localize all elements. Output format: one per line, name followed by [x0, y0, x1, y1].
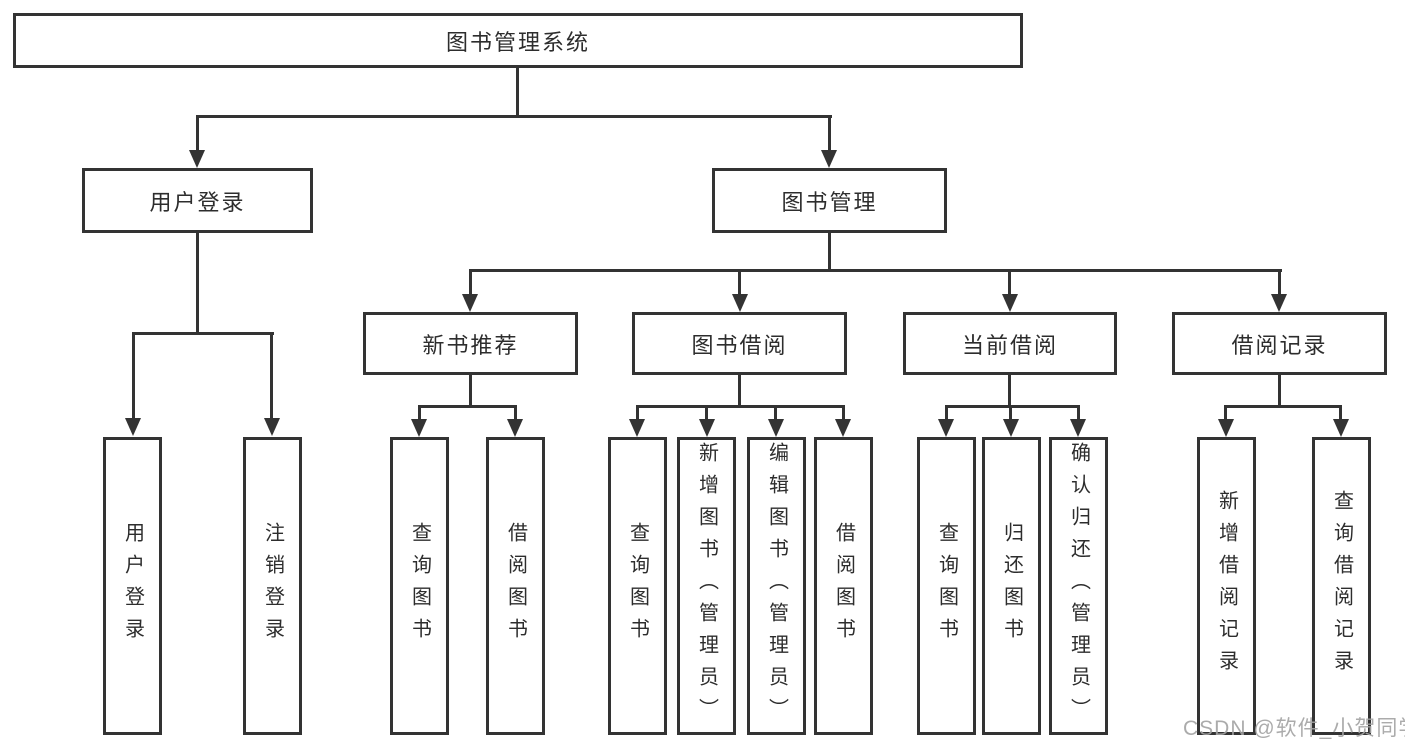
node-new-book-recommend-label: 新书推荐 — [422, 332, 519, 358]
arrow-down-icon — [629, 419, 645, 437]
leaf-query-borrow-record: 查询借阅记录 — [1312, 437, 1371, 735]
connector-br-branch — [1224, 405, 1342, 408]
leaf-logout: 注销登录 — [243, 437, 302, 735]
node-new-book-recommend: 新书推荐 — [363, 312, 578, 375]
connector-bb-branch — [636, 405, 845, 408]
arrow-down-icon — [768, 419, 784, 437]
connector-drop — [418, 405, 421, 420]
connector-drop — [774, 405, 777, 420]
connector-drop-leaf-logout — [270, 332, 273, 419]
arrow-down-icon — [264, 418, 280, 436]
connector-drop-book-borrow — [738, 269, 741, 295]
connector-drop — [945, 405, 948, 420]
node-book-management-label: 图书管理 — [781, 189, 878, 215]
node-current-borrowing: 当前借阅 — [903, 312, 1117, 375]
leaf-edit-books-admin-label: 编辑图书（管理员） — [765, 442, 788, 730]
leaf-query-books-current-label: 查询图书 — [935, 522, 958, 650]
leaf-borrow-books-label: 借阅图书 — [832, 522, 855, 650]
connector-drop — [1009, 405, 1012, 420]
leaf-confirm-return-admin-label: 确认归还（管理员） — [1067, 442, 1090, 730]
arrow-down-icon — [189, 150, 205, 168]
leaf-add-books-admin-label: 新增图书（管理员） — [695, 442, 718, 730]
connector-drop — [1224, 405, 1227, 420]
connector-root-branch — [196, 115, 832, 118]
connector-bb-stem — [738, 375, 741, 408]
connector-cb-stem — [1008, 375, 1011, 408]
connector-drop — [636, 405, 639, 420]
node-current-borrowing-label: 当前借阅 — [961, 332, 1058, 358]
connector-br-stem — [1278, 375, 1281, 408]
arrow-down-icon — [699, 419, 715, 437]
node-library-system-label: 图书管理系统 — [445, 29, 590, 55]
connector-drop-borrow-records — [1278, 269, 1281, 295]
arrow-down-icon — [1218, 419, 1234, 437]
connector-user-login-branch — [132, 332, 274, 335]
arrow-down-icon — [411, 419, 427, 437]
connector-drop — [514, 405, 517, 420]
leaf-user-login: 用户登录 — [103, 437, 162, 735]
leaf-add-books-admin: 新增图书（管理员） — [677, 437, 736, 735]
arrow-down-icon — [1333, 419, 1349, 437]
arrow-down-icon — [125, 418, 141, 436]
leaf-borrow-books-recommend: 借阅图书 — [486, 437, 545, 735]
leaf-query-books-borrowing: 查询图书 — [608, 437, 667, 735]
arrow-down-icon — [1271, 294, 1287, 312]
arrow-down-icon — [507, 419, 523, 437]
leaf-confirm-return-admin: 确认归还（管理员） — [1049, 437, 1108, 735]
leaf-query-books-current: 查询图书 — [917, 437, 976, 735]
csdn-watermark: CSDN @软件_小贺同学 — [1183, 717, 1405, 740]
leaf-query-books-recommend: 查询图书 — [390, 437, 449, 735]
leaf-query-books-borrowing-label: 查询图书 — [626, 522, 649, 650]
connector-cb-branch — [945, 405, 1080, 408]
node-book-borrowing-label: 图书借阅 — [691, 332, 788, 358]
leaf-borrow-books-recommend-label: 借阅图书 — [504, 522, 527, 650]
connector-nbr-stem — [469, 375, 472, 408]
connector-root-stem — [516, 68, 519, 118]
leaf-borrow-books: 借阅图书 — [814, 437, 873, 735]
leaf-query-borrow-record-label: 查询借阅记录 — [1330, 490, 1353, 682]
node-borrowing-records: 借阅记录 — [1172, 312, 1387, 375]
node-borrowing-records-label: 借阅记录 — [1231, 332, 1328, 358]
arrow-down-icon — [1003, 419, 1019, 437]
connector-drop-user-login — [196, 115, 199, 152]
arrow-down-icon — [732, 294, 748, 312]
leaf-edit-books-admin: 编辑图书（管理员） — [747, 437, 806, 735]
connector-drop — [1339, 405, 1342, 420]
leaf-logout-label: 注销登录 — [261, 522, 284, 650]
connector-book-mgmt-stem — [828, 233, 831, 272]
leaf-user-login-label: 用户登录 — [121, 522, 144, 650]
leaf-add-borrow-record: 新增借阅记录 — [1197, 437, 1256, 735]
connector-drop — [1077, 405, 1080, 420]
arrow-down-icon — [1070, 419, 1086, 437]
leaf-add-borrow-record-label: 新增借阅记录 — [1215, 490, 1238, 682]
connector-drop-leaf-login — [132, 332, 135, 419]
arrow-down-icon — [1002, 294, 1018, 312]
connector-drop-current-borrow — [1008, 269, 1011, 295]
connector-drop — [705, 405, 708, 420]
connector-book-mgmt-branch — [469, 269, 1282, 272]
arrow-down-icon — [821, 150, 837, 168]
leaf-query-books-recommend-label: 查询图书 — [408, 522, 431, 650]
connector-drop-new-book — [469, 269, 472, 295]
connector-drop-book-mgmt — [828, 115, 831, 152]
connector-user-login-stem — [196, 233, 199, 335]
arrow-down-icon — [938, 419, 954, 437]
connector-drop — [842, 405, 845, 420]
arrow-down-icon — [462, 294, 478, 312]
node-book-management: 图书管理 — [712, 168, 947, 233]
leaf-return-books-label: 归还图书 — [1000, 522, 1023, 650]
node-user-login-label: 用户登录 — [149, 189, 246, 215]
leaf-return-books: 归还图书 — [982, 437, 1041, 735]
connector-nbr-branch — [418, 405, 517, 408]
node-book-borrowing: 图书借阅 — [632, 312, 847, 375]
arrow-down-icon — [835, 419, 851, 437]
node-user-login: 用户登录 — [82, 168, 313, 233]
node-library-system: 图书管理系统 — [13, 13, 1023, 68]
